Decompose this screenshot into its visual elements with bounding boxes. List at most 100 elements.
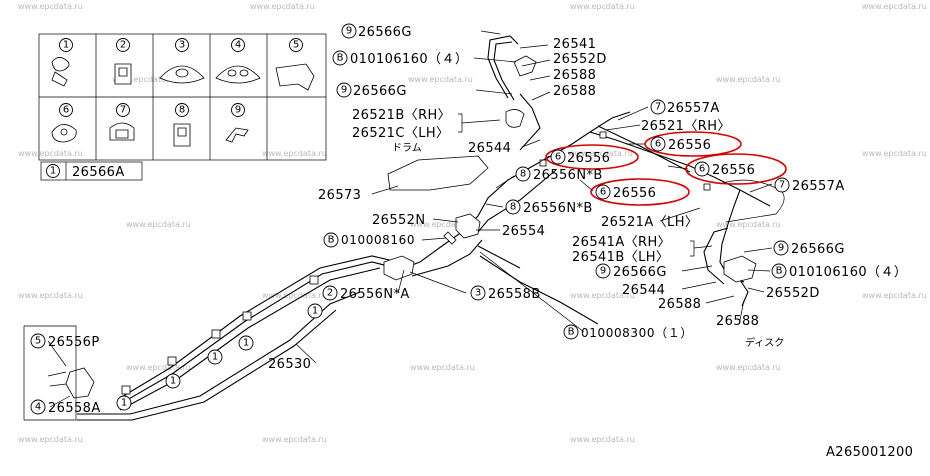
part-label: 26558B (488, 287, 541, 302)
legend-cell-1: 1 (51, 38, 73, 87)
callout-number: B (337, 53, 344, 64)
callout-number: 9 (600, 266, 606, 277)
part-label: 26556N*A (340, 287, 410, 302)
callout-circles: 9 B 9 7 6 6 6 8 7 6 8 B 9 9 B 2 3 B 5 4 … (30, 23, 790, 415)
callout-number: 3 (475, 288, 481, 299)
part-label: 26556N*B (533, 168, 603, 183)
watermark: www.epcdata.ru (716, 75, 781, 84)
legend-number: 3 (179, 40, 185, 51)
part-label: 26566G (353, 84, 407, 99)
watermark: www.epcdata.ru (862, 291, 927, 300)
part-label: 26541A〈RH〉 (572, 235, 671, 250)
diagram-code: A265001200 (826, 445, 913, 460)
junction-block-icon (455, 213, 481, 239)
callout-number: 6 (655, 139, 661, 150)
clip-part-icon (173, 123, 191, 147)
watermark: www.epcdata.ru (570, 291, 635, 300)
legend-cell-8: 8 (173, 103, 191, 147)
part-label: 26556N*B (523, 201, 593, 216)
valve-part-icon (65, 367, 95, 399)
watermark: www.epcdata.ru (862, 149, 927, 158)
part-label: 26541B〈LH〉 (572, 250, 669, 265)
part-label: 26544 (468, 141, 511, 156)
part-label: 26521B〈RH〉 (352, 108, 451, 123)
part-label: 26556 (712, 163, 755, 178)
callout-number: 9 (778, 243, 784, 254)
legend-cell-9: 9 (225, 103, 249, 143)
watermark: www.epcdata.ru (262, 435, 327, 444)
legend-number: 8 (179, 105, 185, 116)
legend-cell-7: 7 (109, 103, 135, 141)
callout-number: 5 (35, 336, 41, 347)
watermark: www.epcdata.ru (18, 2, 83, 11)
legend-number: 1 (63, 40, 69, 51)
highlight-oval (685, 153, 787, 185)
watermark: www.epcdata.ru (18, 149, 83, 158)
callout-number: 6 (600, 187, 606, 198)
callout-number: 7 (655, 102, 661, 113)
watermark: www.epcdata.ru (716, 220, 781, 229)
watermark: www.epcdata.ru (112, 75, 177, 84)
callout-number: 1 (121, 398, 127, 409)
caliper-part-icon (505, 109, 525, 128)
part-label: 26566G (613, 265, 667, 280)
part-label: 26588 (553, 68, 596, 83)
leader-lines (23, 30, 773, 421)
caliper-part-icon (723, 255, 757, 283)
callout-number: 4 (35, 402, 41, 413)
heat-shield-icon (387, 155, 489, 191)
callout-number: 7 (779, 180, 785, 191)
watermark: www.epcdata.ru (126, 220, 191, 229)
clip-part-icon (114, 63, 132, 85)
drum-label: ドラム (392, 142, 422, 154)
bolt-icon (443, 231, 457, 245)
part-labels: 26566G 26541 010106160（４） 26552D 26588 2… (48, 25, 907, 416)
callout-number: B (328, 235, 335, 246)
watermark-layer: www.epcdata.ru www.epcdata.ru www.epcdat… (18, 2, 927, 444)
watermark: www.epcdata.ru (18, 435, 83, 444)
part-label: 26556 (567, 151, 610, 166)
watermark: www.epcdata.ru (262, 149, 327, 158)
disc-label: ディスク (745, 336, 784, 349)
part-label: 26521A〈LH〉 (601, 215, 698, 230)
legend-number: 4 (235, 40, 241, 51)
part-label: 010008300（１） (581, 326, 693, 340)
watermark: www.epcdata.ru (716, 363, 781, 372)
grommet-part-icon (215, 65, 261, 84)
legend-grid: 1 2 3 4 5 6 7 8 (38, 33, 327, 181)
legend-key-part: 26566A (72, 165, 125, 180)
watermark: www.epcdata.ru (862, 2, 927, 11)
callout-number: 1 (170, 376, 176, 387)
clip-part-icon (225, 127, 249, 143)
part-label: 26521C〈LH〉 (352, 126, 449, 141)
legend-number: 6 (63, 105, 69, 116)
legend-cell-6: 6 (51, 103, 77, 143)
callout-number: B (776, 266, 783, 277)
part-label: 26552D (553, 52, 607, 67)
bracket-part-icon (513, 55, 537, 77)
pipe-layer (47, 35, 785, 421)
callout-number: 8 (510, 202, 516, 213)
legend-number: 5 (293, 40, 299, 51)
part-label: 26566G (791, 242, 845, 257)
callout-number: 1 (243, 338, 249, 349)
part-label: 26556 (613, 186, 656, 201)
highlight-layer (545, 131, 787, 206)
clip-part-icon (109, 122, 135, 141)
watermark: www.epcdata.ru (570, 435, 635, 444)
legend-key-number: 1 (50, 166, 56, 177)
part-label: 26556 (668, 138, 711, 153)
part-label: 26541 (553, 37, 596, 52)
part-label: 26544 (622, 283, 665, 298)
callout-number: 6 (555, 152, 561, 163)
watermark: www.epcdata.ru (262, 291, 327, 300)
part-label: 26557A (792, 179, 845, 194)
part-label: 26566G (358, 25, 412, 40)
part-label: 26573 (318, 188, 361, 203)
watermark: www.epcdata.ru (410, 220, 475, 229)
watermark: www.epcdata.ru (570, 2, 635, 11)
part-label: 26554 (502, 224, 545, 239)
bracket-part-icon (275, 63, 315, 91)
part-label: 010106160（４） (350, 52, 468, 67)
